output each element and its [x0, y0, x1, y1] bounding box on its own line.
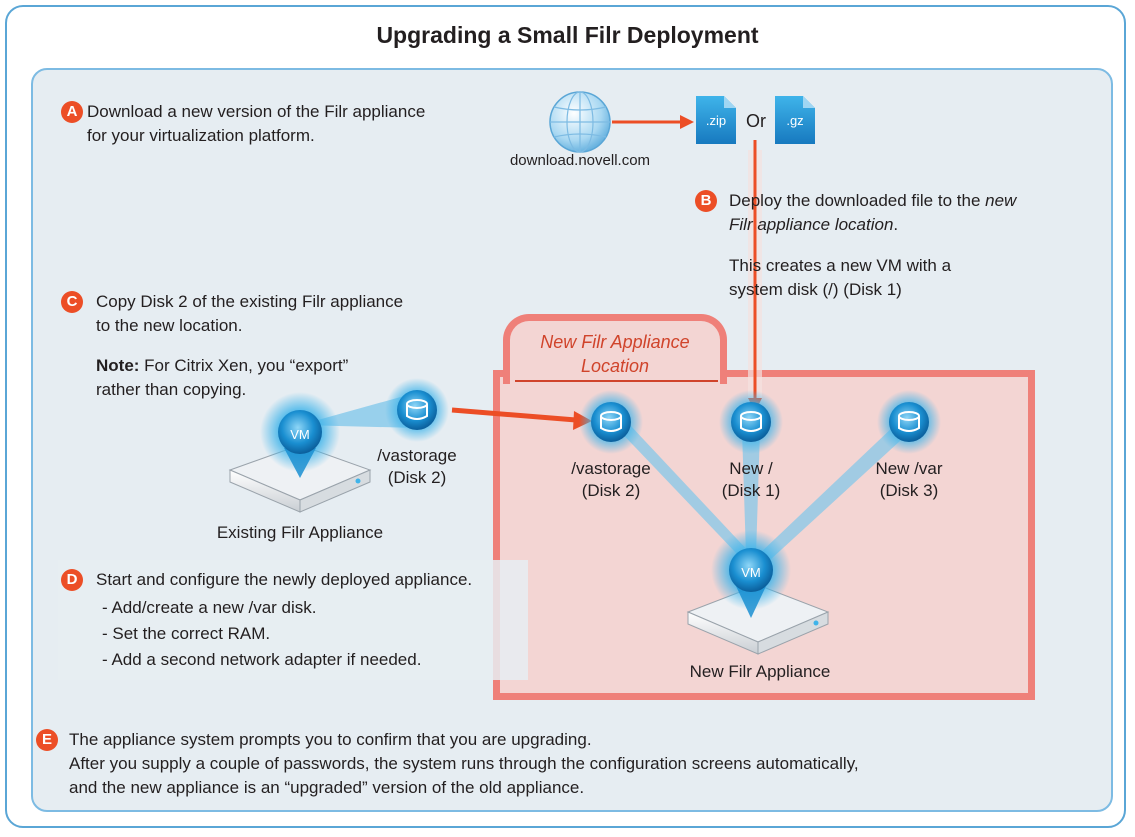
new-location-title: New Filr Appliance Location: [515, 330, 715, 378]
gz-file-label: .gz: [786, 113, 804, 128]
new-location-title-line2: Location: [580, 356, 650, 376]
step-b-line4: system disk (/) (Disk 1): [729, 280, 902, 299]
step-c-line1: Copy Disk 2 of the existing Filr applian…: [96, 292, 404, 311]
new-disk-var-icon: [877, 390, 941, 454]
step-e-line1: The appliance system prompts you to conf…: [69, 730, 592, 749]
step-c-note-label: Note:: [96, 356, 140, 375]
step-a-line1: Download a new version of the Filr appli…: [87, 102, 426, 121]
new-disk-root-line2: (Disk 1): [721, 481, 781, 500]
zip-file-icon: [696, 96, 736, 144]
step-a-line2: for your virtualization platform.: [87, 126, 315, 145]
step-d-backdrop: [58, 560, 528, 680]
globe-icon: [549, 91, 611, 153]
new-disk-vastorage-line1: /vastorage: [571, 459, 651, 478]
step-e-line3: and the new appliance is an “upgraded” v…: [69, 778, 585, 797]
new-disk-vastorage-line2: (Disk 2): [581, 481, 641, 500]
step-b-line1-text: Deploy the downloaded file to the: [729, 191, 986, 210]
or-label: Or: [746, 111, 766, 131]
new-disk-root-icon: [719, 390, 783, 454]
step-b-line2: Filr appliance location.: [729, 213, 898, 237]
step-e-line2: After you supply a couple of passwords, …: [69, 754, 859, 773]
new-server-icon: [686, 584, 830, 655]
step-b-line2-emphasis: Filr appliance location: [729, 215, 894, 234]
existing-appliance-label: Existing Filr Appliance: [216, 523, 384, 542]
new-location-underline: [515, 380, 718, 382]
new-disk-vastorage-icon: [579, 390, 643, 454]
step-b-badge: B: [695, 190, 717, 212]
step-d-item-3: - Add a second network adapter if needed…: [102, 650, 422, 669]
step-d-item-1: - Add/create a new /var disk.: [102, 598, 317, 617]
step-e-badge: E: [36, 729, 58, 751]
zip-file-label: .zip: [705, 113, 727, 128]
download-site-label: download.novell.com: [509, 152, 651, 169]
step-c-note: Note: For Citrix Xen, you “export”: [96, 354, 348, 378]
step-b-line1: Deploy the downloaded file to the new: [729, 189, 1016, 213]
gz-file-icon: [775, 96, 815, 144]
step-c-note-line2: rather than copying.: [96, 380, 247, 399]
diagram-title: Upgrading a Small Filr Deployment: [376, 22, 759, 48]
step-a-badge: A: [61, 101, 83, 123]
step-d-item-2: - Set the correct RAM.: [102, 624, 271, 643]
new-disk-root-line1: New /: [729, 459, 773, 478]
new-disk-var-line2: (Disk 3): [879, 481, 939, 500]
new-location-tab: [503, 314, 727, 384]
existing-vm-label: VM: [290, 427, 310, 442]
step-d-line1: Start and configure the newly deployed a…: [96, 570, 473, 589]
new-appliance-label: New Filr Appliance: [689, 662, 831, 681]
existing-disk-line1: /vastorage: [377, 446, 457, 465]
new-disk-var-line1: New /var: [875, 459, 943, 478]
new-vm-icon: [711, 530, 791, 618]
step-c-badge: C: [61, 291, 83, 313]
existing-disk-line2: (Disk 2): [387, 468, 447, 487]
step-c-note-text: For Citrix Xen, you “export”: [139, 356, 349, 375]
new-vm-label: VM: [741, 565, 761, 580]
new-appliance-beams: [614, 424, 912, 560]
step-d-badge: D: [61, 569, 83, 591]
existing-vm-icon: [260, 392, 340, 478]
new-location-title-line1: New Filr Appliance: [540, 332, 690, 352]
existing-disk-icon: [385, 378, 449, 442]
step-b-line3: This creates a new VM with a: [729, 256, 952, 275]
step-c-line2: to the new location.: [96, 316, 243, 335]
copy-disk-arrow: [451, 407, 592, 430]
step-b-line1-emphasis: new: [985, 191, 1017, 210]
tab-joiner: [510, 377, 720, 387]
step-b-line2-text: .: [893, 215, 899, 234]
download-arrow: [612, 115, 694, 129]
